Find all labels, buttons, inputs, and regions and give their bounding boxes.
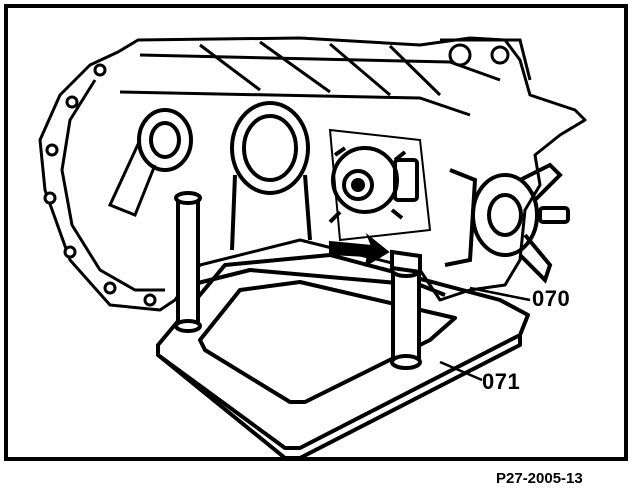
bell-bolt-holes xyxy=(43,63,157,307)
seal-cone xyxy=(107,139,157,217)
frame-border xyxy=(4,4,628,461)
gear-cluster xyxy=(328,128,432,242)
callout-071: 071 xyxy=(482,369,521,394)
stand-post-right xyxy=(390,249,422,370)
insert-arrow xyxy=(329,232,390,268)
leader-line-070 xyxy=(469,286,531,302)
leader-line-071 xyxy=(439,360,483,382)
main-bore xyxy=(230,101,312,251)
figure-id: P27-2005-13 xyxy=(496,470,583,487)
callout-070: 070 xyxy=(532,286,571,311)
mount-ear xyxy=(440,38,532,81)
output-flange xyxy=(444,162,570,284)
stand-post-left xyxy=(174,191,202,333)
support-stand xyxy=(156,253,530,460)
input-seal xyxy=(137,108,193,172)
transmission-housing xyxy=(38,36,587,312)
